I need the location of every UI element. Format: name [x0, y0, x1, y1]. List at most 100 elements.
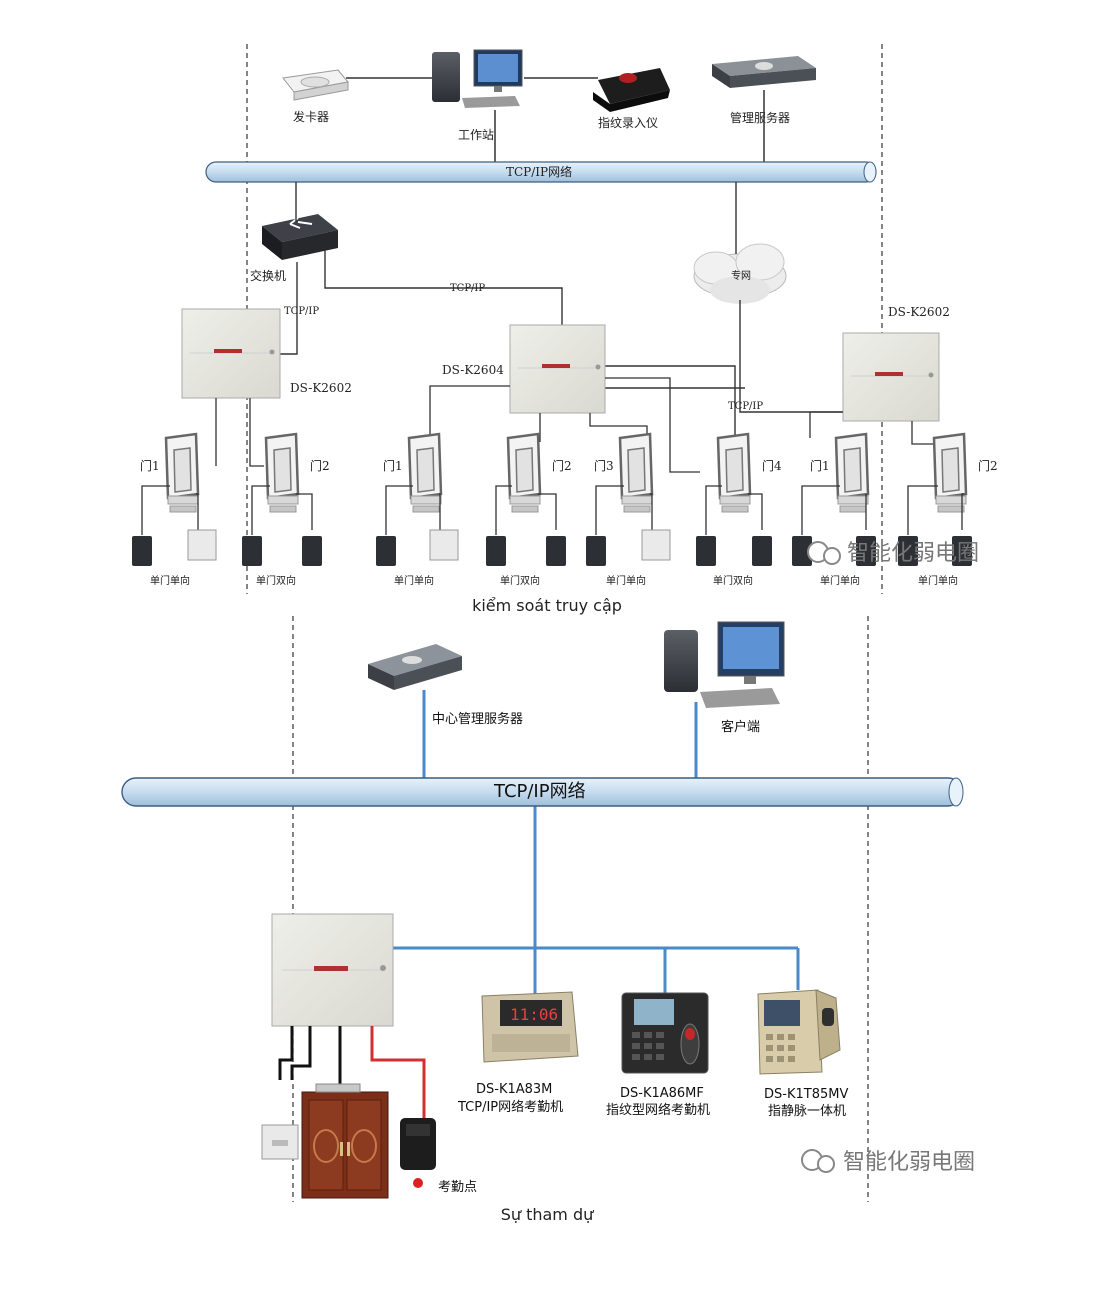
- watermark-2-text: 智能化弱电圈: [843, 1150, 975, 1175]
- network-bus-2-label: TCP/IP网络: [493, 781, 586, 802]
- door-frame-icon: [506, 432, 542, 500]
- door-label: 门1: [810, 458, 830, 473]
- tcpip-label-2: TCP/IP: [450, 283, 485, 294]
- door-units: 门1单门单向门2单门双向门1单门单向门2单门双向门3单门单向门4单门双向门1单门…: [132, 432, 998, 587]
- fingerprint-enroller-icon: [593, 68, 670, 112]
- magnetic-lock-icon: [410, 495, 442, 513]
- device-2-model: DS-K1A86MF: [620, 1086, 704, 1101]
- center-server-icon: [368, 644, 462, 690]
- private-network-label: 专网: [731, 269, 751, 282]
- card-reader-icon: [586, 536, 606, 566]
- management-server-label: 管理服务器: [730, 110, 790, 125]
- magnetic-lock-icon: [719, 495, 751, 513]
- device-2-desc: 指纹型网络考勤机: [606, 1102, 710, 1118]
- double-door-icon: [301, 1083, 389, 1199]
- door-mode-label: 单门双向: [256, 574, 296, 587]
- watermark-2-icon: [801, 1149, 835, 1173]
- private-network-cloud-icon: [693, 243, 787, 304]
- door-mode-label: 单门单向: [150, 574, 190, 587]
- magnetic-lock-icon: [837, 495, 869, 513]
- controller-right-label: DS-K2602: [888, 305, 950, 319]
- card-reader-icon: [486, 536, 506, 566]
- card-reader-icon: [376, 536, 396, 566]
- device-1-desc: TCP/IP网络考勤机: [457, 1099, 563, 1115]
- door-label: 门1: [140, 458, 160, 473]
- door-unit: 门2 单门双向: [242, 432, 330, 587]
- card-reader-icon: [696, 536, 716, 566]
- door-label: 门2: [310, 458, 330, 473]
- card-reader-icon: [952, 536, 972, 566]
- exit-button-icon: [429, 529, 459, 561]
- clock-display: 11:06: [510, 1005, 558, 1024]
- network-bus-2: [121, 777, 964, 807]
- workstation-label: 工作站: [458, 128, 494, 142]
- top-links: [346, 77, 765, 162]
- fingerprint-enroller-label: 指纹录入仪: [598, 115, 658, 130]
- device-1-model: DS-K1A83M: [476, 1082, 552, 1097]
- magnetic-lock-icon: [935, 495, 967, 513]
- door-unit: 门1 单门单向: [132, 432, 217, 587]
- controller-mid-label: DS-K2604: [442, 363, 504, 377]
- client-pc-icon: [664, 621, 785, 708]
- card-issuer-icon: [282, 69, 349, 101]
- trunk-links: [280, 182, 843, 444]
- card-reader-icon: [792, 536, 812, 566]
- exit-button-icon: [261, 1124, 299, 1160]
- card-reader-icon: [856, 536, 876, 566]
- zone-dividers-2: [292, 616, 869, 1202]
- center-server-label: 中心管理服务器: [432, 711, 523, 727]
- card-issuer-label: 发卡器: [293, 109, 329, 124]
- door-frame-icon: [407, 432, 443, 500]
- attendance-terminal-3-icon: [757, 989, 841, 1075]
- door-frame-icon: [716, 432, 752, 500]
- zone-dividers: [246, 44, 883, 594]
- switch-label: 交换机: [250, 268, 286, 283]
- exit-button-icon: [641, 529, 671, 561]
- switch-icon: [262, 214, 338, 260]
- door-label: 门2: [978, 458, 998, 473]
- attendance-terminal-2-icon: [621, 992, 709, 1074]
- watermark-icon: [807, 541, 841, 565]
- controller-door-links: [215, 377, 935, 473]
- tcpip-label-1: TCP/IP: [284, 306, 319, 317]
- network-bus: [205, 161, 877, 183]
- door-mode-label: 单门单向: [394, 574, 434, 587]
- door-mode-label: 单门单向: [820, 574, 860, 587]
- controller-left-icon: [181, 308, 281, 399]
- door-wiring: [278, 1026, 426, 1120]
- card-reader-icon: [546, 536, 566, 566]
- attendance-point-marker: [413, 1178, 423, 1188]
- door-frame-icon: [264, 432, 300, 500]
- magnetic-lock-icon: [167, 495, 199, 513]
- bus-links-2: [393, 690, 800, 996]
- door-label: 门3: [594, 458, 614, 473]
- exit-button-icon: [187, 529, 217, 561]
- device-3-model: DS-K1T85MV: [764, 1087, 848, 1102]
- controller-left-label: DS-K2602: [290, 381, 352, 395]
- controller-mid-icon: [509, 324, 606, 414]
- attendance-point-label: 考勤点: [438, 1180, 477, 1195]
- door-mode-label: 单门双向: [500, 574, 540, 587]
- card-reader-icon: [132, 536, 152, 566]
- door-unit: 门4 单门双向: [696, 432, 782, 587]
- workstation-icon: [432, 49, 523, 108]
- door-frame-icon: [618, 432, 654, 500]
- door-label: 门4: [762, 458, 782, 473]
- card-reader-icon: [898, 536, 918, 566]
- card-reader-icon: [400, 1118, 436, 1170]
- controller-right-icon: [842, 332, 940, 422]
- door-mode-label: 单门双向: [713, 574, 753, 587]
- card-reader-icon: [752, 536, 772, 566]
- client-label: 客户端: [721, 719, 760, 735]
- management-server-icon: [712, 56, 816, 88]
- magnetic-lock-icon: [509, 495, 541, 513]
- card-reader-icon: [242, 536, 262, 566]
- attendance-controller-icon: [271, 913, 394, 1027]
- device-3-desc: 指静脉一体机: [768, 1104, 846, 1119]
- card-reader-icon: [302, 536, 322, 566]
